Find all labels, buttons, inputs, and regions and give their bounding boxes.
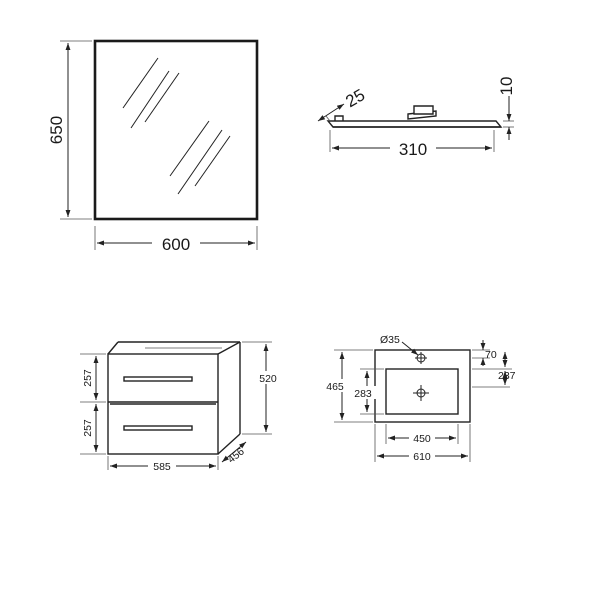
lamp-length-label: 310 xyxy=(399,140,427,159)
bowl-width-label: 450 xyxy=(413,433,431,445)
cabinet-width-label: 585 xyxy=(153,461,171,473)
basin-height-label: 465 xyxy=(326,381,344,393)
basin-outline xyxy=(374,349,471,423)
mirror-view: 650 600 xyxy=(47,39,259,254)
cabinet-depth-label: 456 xyxy=(226,445,247,465)
side-offset-label: 237 xyxy=(498,370,516,382)
cabinet-height-label: 520 xyxy=(259,373,277,385)
mirror-height-label: 650 xyxy=(47,116,66,144)
lamp-depth-label: 25 xyxy=(342,85,368,111)
mirror-frame xyxy=(93,39,259,221)
tap-hole-label: Ø35 xyxy=(380,334,400,346)
top-drawer-handle xyxy=(123,376,193,382)
basin-width-label: 610 xyxy=(413,451,431,463)
drawer-bottom-label: 257 xyxy=(82,419,94,437)
basin-bowl xyxy=(385,368,459,415)
basin-view: Ø35 465 283 70 237 450 610 xyxy=(322,334,516,463)
lamp-view: 25 310 10 xyxy=(317,77,516,159)
top-offset-label: 70 xyxy=(485,349,497,361)
cabinet-body xyxy=(107,341,241,455)
lamp-depth-dim-line xyxy=(317,103,345,122)
cabinet-depth-dim-line xyxy=(221,441,247,463)
bowl-height-label: 283 xyxy=(354,388,372,400)
mirror-glare-lines xyxy=(122,57,231,195)
lamp-thickness-label: 10 xyxy=(497,77,516,96)
drawer-top-label: 257 xyxy=(82,369,94,387)
bottom-drawer-handle xyxy=(123,425,193,431)
lamp-body xyxy=(326,105,503,128)
cabinet-view: 257 257 520 585 456 xyxy=(80,341,278,473)
mirror-width-label: 600 xyxy=(162,235,190,254)
